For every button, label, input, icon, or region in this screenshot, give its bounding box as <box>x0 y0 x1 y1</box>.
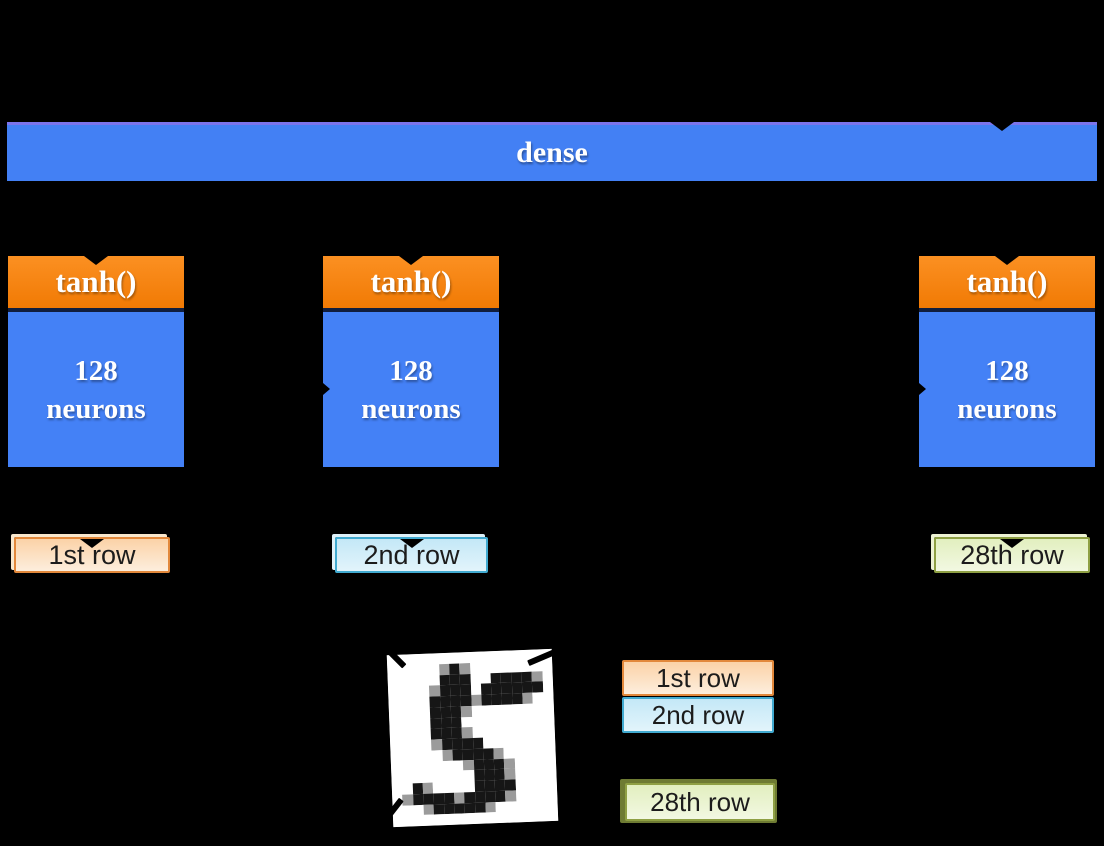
arrowhead-notch <box>399 539 424 548</box>
neurons-count: 128 <box>389 354 433 387</box>
legend-item-2nd-row: 2nd row <box>622 697 774 733</box>
neurons-word: neurons <box>361 392 461 425</box>
neurons-count: 128 <box>985 354 1029 387</box>
activation-label: tanh() <box>55 264 137 299</box>
neurons-body: 128 neurons <box>919 312 1095 467</box>
legend-item-28th-row: 28th row <box>625 783 775 821</box>
dense-layer-label: dense <box>516 136 588 169</box>
neurons-word: neurons <box>46 392 146 425</box>
arrowhead-notch <box>84 256 108 265</box>
legend-label: 28th row <box>650 786 750 817</box>
neurons-word: neurons <box>957 392 1057 425</box>
neurons-count: 128 <box>74 354 118 387</box>
legend-label: 2nd row <box>651 699 745 730</box>
arrowhead-notch <box>919 383 926 395</box>
row-tag-1st: 1st row <box>14 537 170 573</box>
arrowhead-notch <box>399 256 423 265</box>
arrowhead-notch <box>990 122 1014 131</box>
digit-pixel-grid <box>386 648 559 828</box>
arrowhead-notch <box>995 256 1019 265</box>
activation-label: tanh() <box>370 264 452 299</box>
block-divider <box>323 308 499 312</box>
hidden-layer-block-3: tanh() 128 neurons <box>919 256 1095 467</box>
row-tag-28th: 28th row <box>934 537 1090 573</box>
arrowhead-notch <box>1000 539 1024 548</box>
hidden-layer-block-2: tanh() 128 neurons <box>323 256 499 467</box>
block-divider <box>919 308 1095 312</box>
neurons-body: 128 neurons <box>323 312 499 467</box>
row-tag-2nd: 2nd row <box>335 537 488 573</box>
dense-layer-bar: dense <box>7 122 1097 181</box>
legend-label: 1st row <box>656 662 740 693</box>
mnist-digit-image <box>386 648 559 828</box>
arrowhead-notch <box>80 539 104 548</box>
neurons-body: 128 neurons <box>8 312 184 467</box>
activation-header: tanh() <box>323 256 499 308</box>
block-divider <box>8 308 184 312</box>
activation-label: tanh() <box>966 264 1048 299</box>
legend-item-1st-row: 1st row <box>622 660 774 696</box>
arrowhead-notch <box>323 383 330 395</box>
hidden-layer-block-1: tanh() 128 neurons <box>8 256 184 467</box>
